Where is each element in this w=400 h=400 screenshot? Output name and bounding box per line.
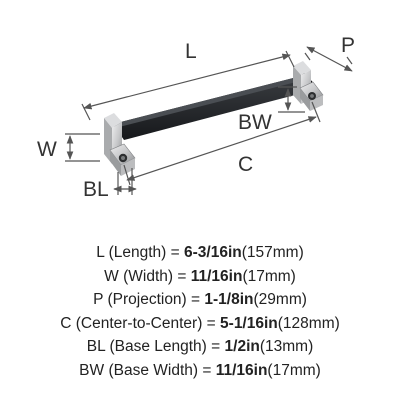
spec-line-width: W (Width) = 11/16in(17mm) [0,265,400,289]
spec-name: (Center-to-Center) = [75,314,221,332]
center-to-center-label: C [238,153,253,176]
spec-name: (Projection) = [107,291,205,308]
spec-line-projection: P (Projection) = 1-1/8in(29mm) [0,288,400,312]
pull-handle-illustration [104,61,324,176]
width-label: W [37,138,57,161]
right-post [293,61,324,111]
spec-metric: (157mm) [241,244,304,261]
spec-name: (Length) = [108,244,184,261]
pull-bar [113,76,314,140]
spec-imperial: 11/16in [215,361,268,379]
spec-imperial: 1-1/8in [204,291,254,308]
spec-imperial: 11/16in [190,267,243,285]
base-width-label: BW [238,111,272,134]
spec-line-center-to-center: C (Center-to-Center) = 5-1/16in(128mm) [0,312,400,336]
left-post [104,113,136,176]
spec-code: BL [86,338,106,355]
spec-name: (Base Length) = [109,338,225,355]
spec-imperial: 6-3/16in [184,244,242,261]
spec-code: C [60,314,72,332]
spec-imperial: 5-1/16in [220,314,278,332]
length-dimension-line [83,53,291,110]
dimension-lines [65,46,353,195]
spec-code: P [93,291,104,308]
length-label: L [185,40,197,63]
projection-label: P [341,34,355,57]
spec-metric: (128mm) [277,314,340,332]
spec-code: L [96,244,105,261]
center-to-center-dimension-line [126,116,317,181]
spec-metric: (17mm) [242,267,296,285]
spec-line-length: L (Length) = 6-3/16in(157mm) [0,241,400,265]
spec-line-base-length: BL (Base Length) = 1/2in(13mm) [0,335,400,359]
spec-line-base-width: BW (Base Width) = 11/16in(17mm) [0,359,400,383]
spec-code: BW [79,361,105,379]
dimension-spec-list: L (Length) = 6-3/16in(157mm) W (Width) =… [0,241,400,382]
spec-code: W [104,267,119,285]
projection-dimension-line [306,46,353,72]
spec-name: (Width) = [123,267,191,285]
spec-imperial: 1/2in [224,338,260,355]
spec-metric: (29mm) [253,291,307,308]
spec-name: (Base Width) = [108,361,216,379]
spec-metric: (13mm) [259,338,314,355]
spec-metric: (17mm) [267,361,321,379]
base-length-label: BL [83,178,109,201]
